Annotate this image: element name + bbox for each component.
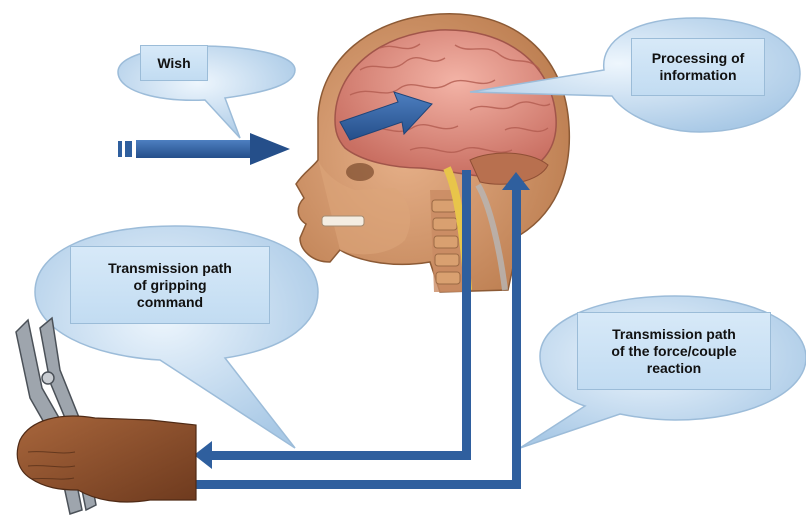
reaction-path-label-text: Transmission path of the force/couple re… xyxy=(611,326,736,377)
human-head-anatomy-illustration xyxy=(296,14,569,292)
processing-label-text: Processing of information xyxy=(652,50,745,84)
gripping-command-label-text: Transmission path of gripping command xyxy=(108,260,232,311)
wish-label-text: Wish xyxy=(157,55,190,72)
wish-label: Wish xyxy=(140,45,208,81)
processing-label: Processing of information xyxy=(631,38,765,96)
gripping-command-label: Transmission path of gripping command xyxy=(70,246,270,324)
wish-input-arrow xyxy=(118,133,290,165)
reaction-path-label: Transmission path of the force/couple re… xyxy=(577,312,771,390)
